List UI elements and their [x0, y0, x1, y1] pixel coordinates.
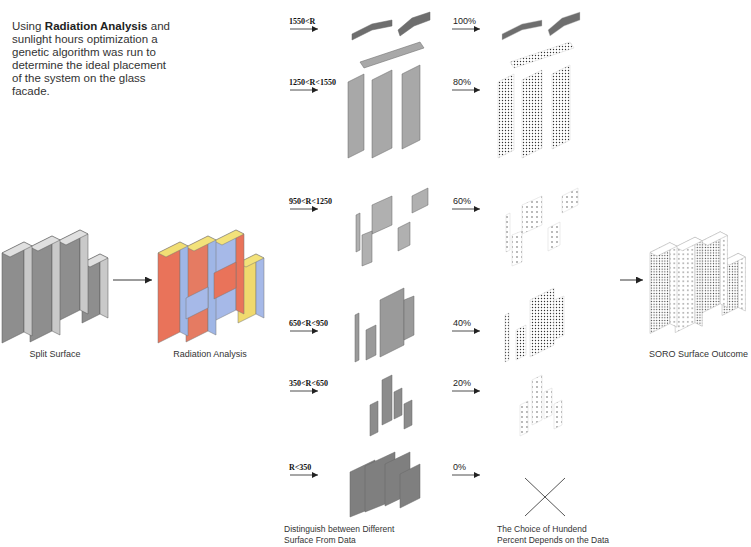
none-cross — [525, 478, 565, 516]
intro-text: Using — [12, 20, 41, 32]
radiation-range: 950<R<1250 — [289, 197, 332, 206]
row-arrows — [290, 29, 480, 475]
dotted-surfaces — [498, 12, 580, 436]
column-caption: Distinguish between Different Surface Fr… — [284, 524, 409, 545]
percentage: 0% — [453, 462, 466, 472]
radiation-analysis-figure — [158, 230, 264, 343]
percentage: 100% — [453, 16, 476, 26]
intro-note: UsingRadiation Analysisand sunlight hour… — [12, 20, 177, 98]
flow-arrow — [113, 280, 152, 281]
split-surface-figure — [2, 230, 108, 343]
radiation-range: R<350 — [289, 463, 311, 472]
percentage: 60% — [453, 196, 471, 206]
radiation-range: 1250<R<1550 — [289, 78, 336, 87]
soro-surface-figure — [650, 232, 745, 334]
figure-group: Distinguish between Different Surface Fr… — [284, 10, 424, 545]
radiation-range: 350<R<650 — [289, 379, 328, 388]
column-caption: The Choice of Hundend Percent Depends on… — [497, 524, 617, 545]
percentage: 40% — [453, 318, 471, 328]
figure-group: The Choice of Hundend Percent Depends on… — [497, 10, 617, 545]
percentage: 20% — [453, 378, 471, 388]
radiation-range: 650<R<950 — [289, 319, 328, 328]
percentage: 80% — [453, 77, 471, 87]
figure-group: Radiation Analysis — [155, 225, 265, 360]
figure-label: SORO Surface Outcome — [649, 349, 748, 360]
figure-group: Split Surface — [0, 225, 110, 360]
figure-label: Radiation Analysis — [173, 349, 247, 360]
intro-keyword: Radiation Analysis — [45, 20, 147, 32]
flow-arrow — [620, 280, 643, 281]
surface-slices — [348, 12, 430, 517]
radiation-range: 1550<R — [289, 17, 315, 26]
figure-group: SORO Surface Outcome — [646, 225, 751, 360]
figure-label: Split Surface — [29, 349, 80, 360]
